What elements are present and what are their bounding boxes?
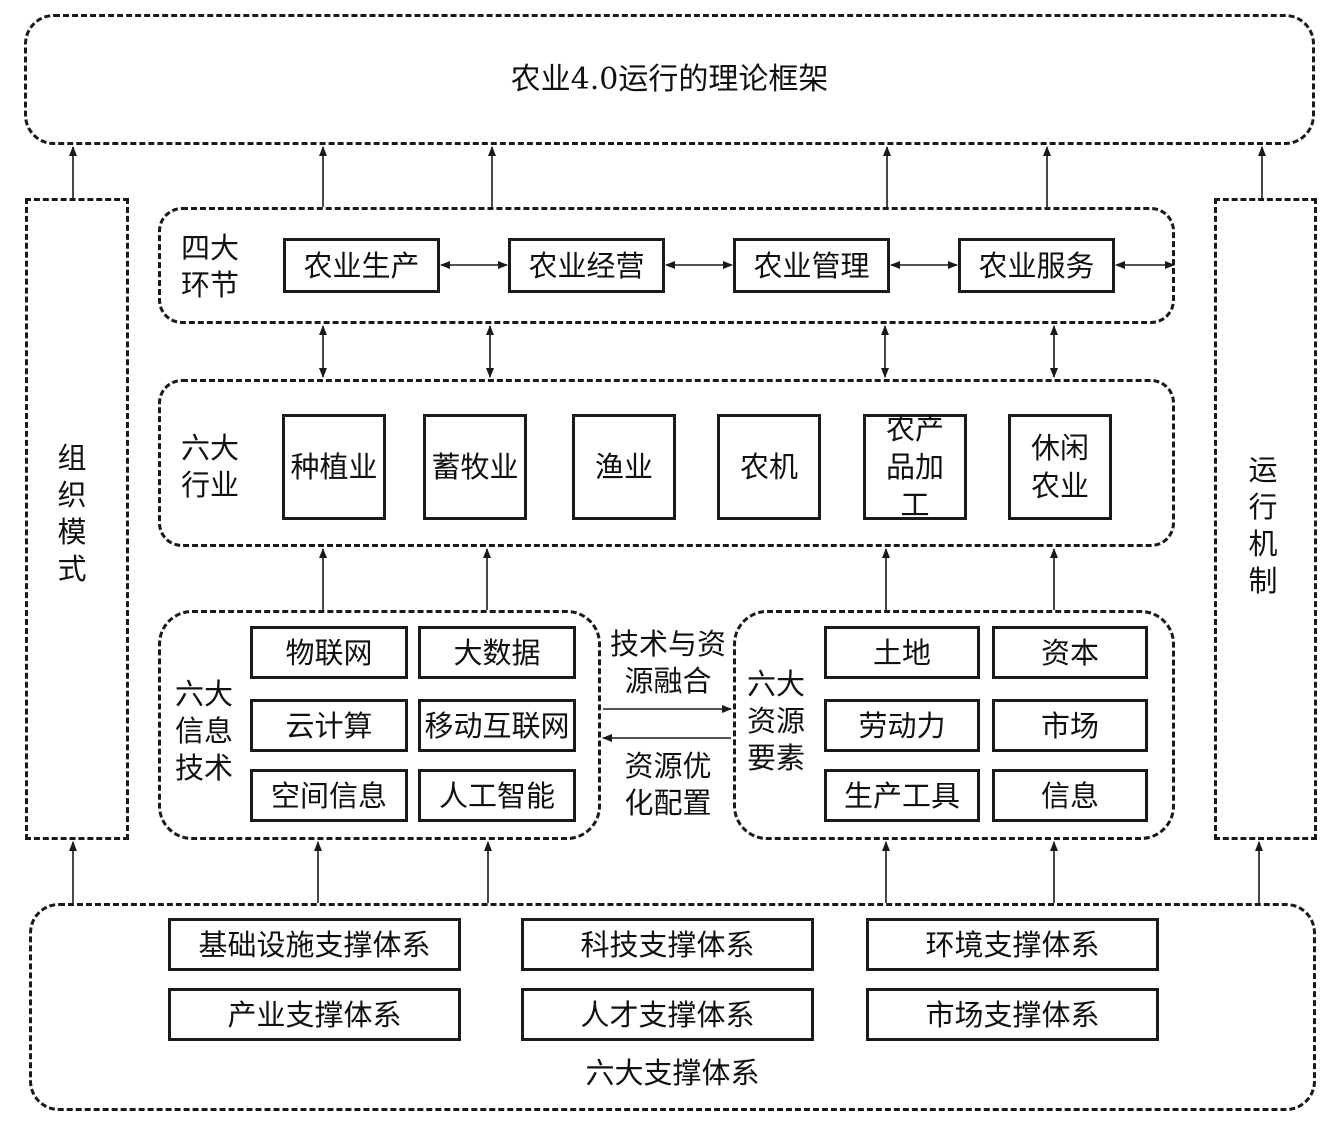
agri-production-box: 农业生产 xyxy=(283,238,440,293)
environment-support-box: 环境支撑体系 xyxy=(866,918,1159,971)
fusion-top-label: 技术与资源融合 xyxy=(609,627,726,698)
leisure-agri-box: 休闲农业 xyxy=(1008,414,1112,520)
six-info-tech-label: 六大信息技术 xyxy=(174,677,233,785)
animal-husbandry-box: 蓄牧业 xyxy=(423,414,527,520)
crop-farming-box: 种植业 xyxy=(282,414,386,520)
agri-machinery-box: 农机 xyxy=(717,414,821,520)
talent-support-box: 人才支撑体系 xyxy=(521,988,814,1041)
tech-support-box: 科技支撑体系 xyxy=(521,918,814,971)
operation-mechanism-label: 运行机制 xyxy=(1248,453,1278,598)
infrastructure-support-box: 基础设施支撑体系 xyxy=(168,918,461,971)
fusion-bottom-label: 资源优化配置 xyxy=(624,749,712,820)
operation-mechanism-pillar xyxy=(1214,198,1317,840)
big-data-box: 大数据 xyxy=(418,626,576,679)
cloud-computing-box: 云计算 xyxy=(250,699,408,752)
six-support-group xyxy=(29,903,1316,1111)
fishery-box: 渔业 xyxy=(572,414,676,520)
agri-processing-box: 农产品加工 xyxy=(863,412,967,522)
page-title: 农业4.0运行的理论框架 xyxy=(510,62,829,97)
spatial-info-box: 空间信息 xyxy=(250,769,408,822)
information-box: 信息 xyxy=(992,769,1148,822)
labor-box: 劳动力 xyxy=(824,699,980,752)
organization-mode-pillar xyxy=(25,198,129,840)
six-info-tech-group xyxy=(158,610,601,840)
six-support-label: 六大支撑体系 xyxy=(585,1056,760,1090)
agri-management-box: 农业管理 xyxy=(733,238,890,293)
market-box: 市场 xyxy=(992,699,1148,752)
iot-box: 物联网 xyxy=(250,626,408,679)
ai-box: 人工智能 xyxy=(418,769,576,822)
six-resources-group xyxy=(733,610,1175,840)
production-tools-box: 生产工具 xyxy=(824,769,980,822)
framework-title-box xyxy=(24,14,1315,145)
agri-operation-box: 农业经营 xyxy=(508,238,665,293)
four-links-label: 四大环节 xyxy=(180,231,239,302)
land-box: 土地 xyxy=(824,626,980,679)
agri-service-box: 农业服务 xyxy=(958,238,1115,293)
mobile-internet-box: 移动互联网 xyxy=(418,699,576,752)
six-industries-label: 六大行业 xyxy=(180,431,239,502)
capital-box: 资本 xyxy=(992,626,1148,679)
six-resources-label: 六大资源要素 xyxy=(746,667,805,775)
six-industries-group xyxy=(158,379,1175,547)
market-support-box: 市场支撑体系 xyxy=(866,988,1159,1041)
industry-support-box: 产业支撑体系 xyxy=(168,988,461,1041)
organization-mode-label: 组织模式 xyxy=(57,441,87,586)
